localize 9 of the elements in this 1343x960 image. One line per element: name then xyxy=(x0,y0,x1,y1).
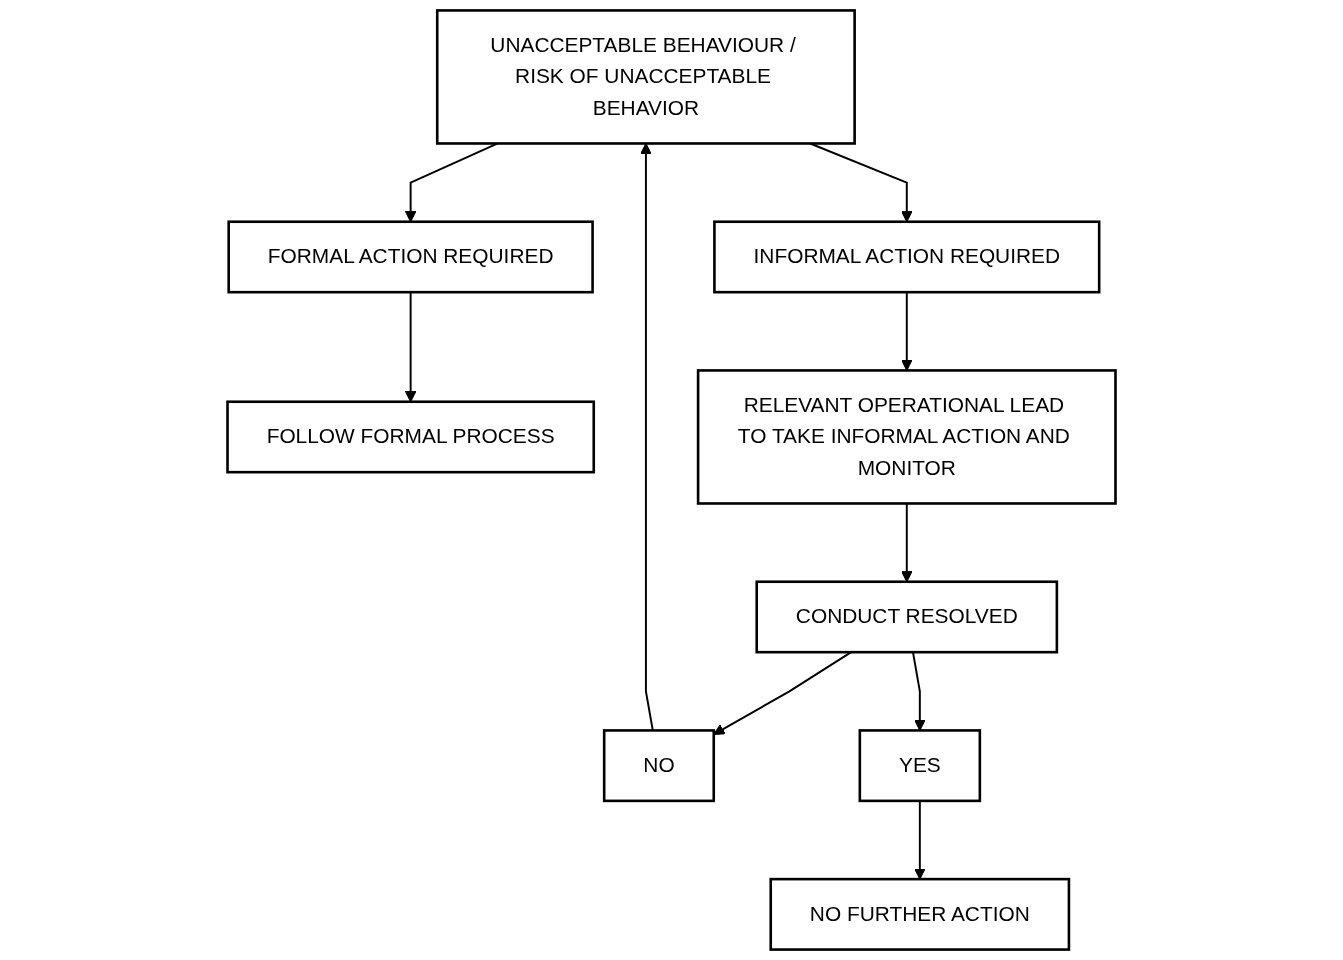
node-box: NO FURTHER ACTION xyxy=(769,877,1071,951)
node-box: FORMAL ACTION REQUIRED xyxy=(227,220,594,294)
node-box: INFORMAL ACTION REQUIRED xyxy=(713,220,1101,294)
node-box: UNACCEPTABLE BEHAVIOUR / RISK OF UNACCEPTABLE BEHAVIOR xyxy=(435,9,856,145)
node-box: CONDUCT RESOLVED xyxy=(755,580,1059,654)
node-box: NO xyxy=(602,729,716,803)
node-box: RELEVANT OPERATIONAL LEAD TO TAKE INFORMAL ACTION AND MONITOR xyxy=(696,369,1117,505)
node-box: FOLLOW FORMAL PROCESS xyxy=(226,400,596,474)
node-box: YES xyxy=(858,729,982,803)
